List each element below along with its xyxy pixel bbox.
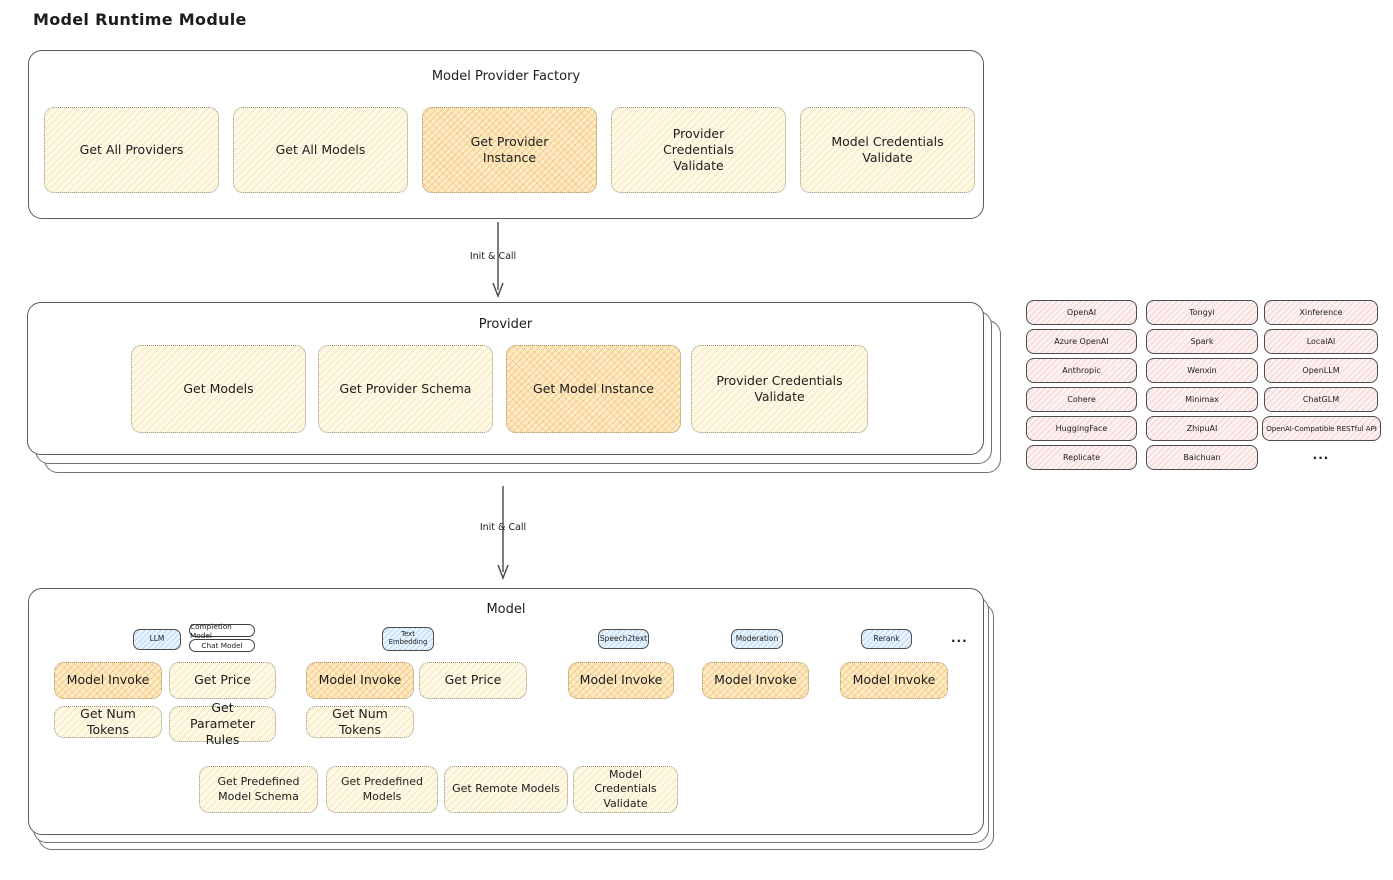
provider-item-replicate: Replicate	[1026, 445, 1137, 470]
node-provider-credentials-validate: Provider Credentials Validate	[611, 107, 786, 193]
node-get-predefined-model-schema: Get Predefined Model Schema	[199, 766, 318, 813]
provider-item-tongyi: Tongyi	[1146, 300, 1258, 325]
tag-llm: LLM	[133, 629, 181, 650]
provider-panel: Provider Get Models Get Provider Schema …	[27, 302, 984, 455]
provider-item-zhipuai: ZhipuAI	[1146, 416, 1258, 441]
provider-item-wenxin: Wenxin	[1146, 358, 1258, 383]
node-get-all-models: Get All Models	[233, 107, 408, 193]
node-get-remote-models: Get Remote Models	[444, 766, 568, 813]
provider-item-minimax: Minimax	[1146, 387, 1258, 412]
node-model-credentials-validate-3: Model Credentials Validate	[573, 766, 678, 813]
node-get-provider-instance: Get Provider Instance	[422, 107, 597, 193]
provider-item-xinference: Xinference	[1264, 300, 1378, 325]
arrow2-label: Init & Call	[479, 522, 527, 533]
provider-list-ellipsis: ...	[1312, 448, 1330, 462]
tag-chat-model: Chat Model	[189, 639, 255, 652]
node-llm-model-invoke: Model Invoke	[54, 662, 162, 699]
provider-item-cohere: Cohere	[1026, 387, 1137, 412]
provider-item-spark: Spark	[1146, 329, 1258, 354]
node-text-embedding-get-num-tokens: Get Num Tokens	[306, 706, 414, 738]
node-speech2text-model-invoke: Model Invoke	[568, 662, 674, 699]
model-panel-title: Model	[486, 602, 526, 617]
provider-item-azure-openai: Azure OpenAI	[1026, 329, 1137, 354]
node-llm-get-price: Get Price	[169, 662, 276, 699]
node-llm-get-num-tokens: Get Num Tokens	[54, 706, 162, 738]
node-get-models: Get Models	[131, 345, 306, 433]
provider-item-anthropic: Anthropic	[1026, 358, 1137, 383]
provider-item-baichuan: Baichuan	[1146, 445, 1258, 470]
provider-panel-title: Provider	[478, 317, 533, 332]
provider-item-openai-compatible-restful-api: OpenAI-Compatible RESTful API	[1262, 416, 1381, 441]
arrow1-label: Init & Call	[469, 251, 517, 262]
node-text-embedding-get-price: Get Price	[419, 662, 527, 699]
page-title: Model Runtime Module	[33, 10, 247, 29]
tag-rerank: Rerank	[861, 629, 912, 649]
tag-text-embedding: Text Embedding	[382, 627, 434, 651]
tag-completion-model: Completion Model	[189, 622, 255, 640]
factory-panel: Model Provider Factory Get All Providers…	[28, 50, 984, 219]
node-get-model-instance: Get Model Instance	[506, 345, 681, 433]
node-text-embedding-model-invoke: Model Invoke	[306, 662, 414, 699]
node-get-provider-schema: Get Provider Schema	[318, 345, 493, 433]
model-panel: Model LLM Completion Model Chat Model Te…	[28, 588, 984, 835]
factory-panel-title: Model Provider Factory	[431, 69, 581, 84]
node-model-credentials-validate: Model Credentials Validate	[800, 107, 975, 193]
node-moderation-model-invoke: Model Invoke	[702, 662, 809, 699]
provider-item-localai: LocalAI	[1264, 329, 1378, 354]
node-provider-credentials-validate-2: Provider Credentials Validate	[691, 345, 868, 433]
provider-item-chatglm: ChatGLM	[1264, 387, 1378, 412]
tag-speech2text: Speech2text	[598, 629, 649, 649]
provider-item-huggingface: HuggingFace	[1026, 416, 1137, 441]
node-get-all-providers: Get All Providers	[44, 107, 219, 193]
provider-item-openllm: OpenLLM	[1264, 358, 1378, 383]
arrow-down-icon	[492, 222, 504, 298]
tag-moderation: Moderation	[731, 629, 783, 649]
node-rerank-model-invoke: Model Invoke	[840, 662, 948, 699]
arrow-down-icon-2	[497, 486, 509, 580]
node-llm-get-parameter-rules: Get Parameter Rules	[169, 700, 276, 747]
node-get-predefined-models: Get Predefined Models	[326, 766, 438, 813]
provider-item-openai: OpenAI	[1026, 300, 1137, 325]
model-tags-ellipsis: ...	[951, 631, 968, 645]
